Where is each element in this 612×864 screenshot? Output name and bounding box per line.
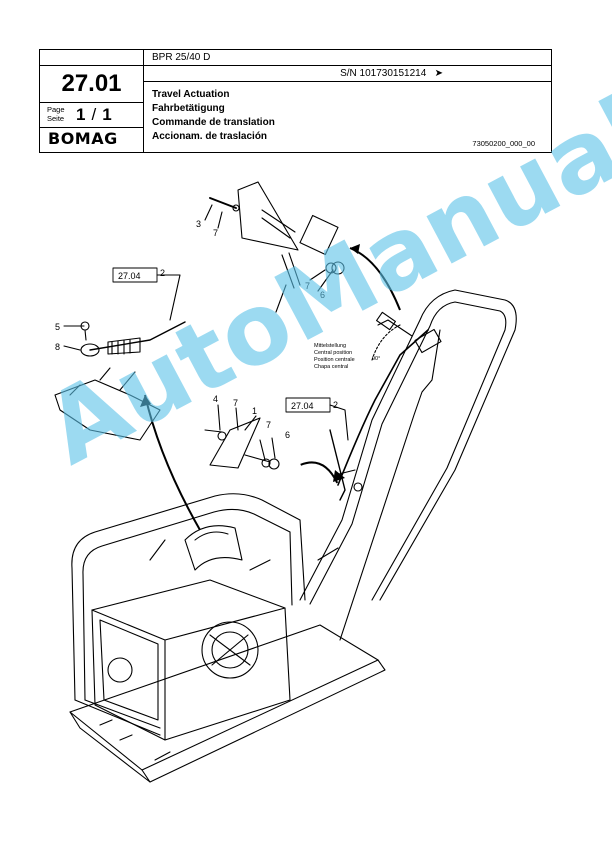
- callout: 6: [285, 430, 290, 440]
- title-block: 27.01 Page Seite 1/1 BOMAG BPR 25/40 D S…: [39, 49, 552, 153]
- page-label: Page Seite: [47, 105, 65, 123]
- page-total: 1: [102, 105, 113, 124]
- callout: 1: [252, 406, 257, 416]
- page-label-en: Page: [47, 105, 65, 114]
- title-es: Accionam. de traslación: [152, 131, 268, 142]
- center-position-label: Position centrale: [314, 357, 355, 363]
- center-position-label: Chapa central: [314, 364, 348, 370]
- serial-number: S/N 101730151214 ➤: [340, 68, 443, 79]
- callout: 2: [160, 268, 165, 278]
- callout: 5: [55, 322, 60, 332]
- arrow-icon: ➤: [434, 68, 443, 79]
- callout: 4: [213, 394, 218, 404]
- divider: [143, 65, 551, 66]
- page-separator: /: [91, 105, 98, 124]
- center-position-label: Mittelstellung: [314, 343, 346, 349]
- title-block-left-top: [40, 50, 143, 66]
- title-de: Fahrbetätigung: [152, 103, 225, 114]
- callout: 7: [305, 281, 310, 291]
- bomag-logo: BOMAG: [48, 129, 118, 148]
- title-list: Travel Actuation Fahrbetätigung Commande…: [152, 88, 275, 144]
- section-number: 27.01: [61, 70, 122, 97]
- guide-handle: [299, 289, 517, 601]
- callout: 7: [213, 228, 218, 238]
- page-indicator: Page Seite 1/1: [40, 102, 143, 128]
- engine: [91, 579, 291, 741]
- callout: 6: [320, 290, 325, 300]
- divider: [143, 81, 551, 82]
- exploded-parts-diagram: 27.04 27.04 2 3 7 7 6 5 8 2 4 7 7 6 1 Mi…: [54, 181, 517, 783]
- page-value: 1/1: [76, 105, 113, 125]
- page-current: 1: [76, 105, 87, 124]
- callout: 2: [333, 400, 338, 410]
- title-fr: Commande de translation: [152, 117, 275, 128]
- callout: 7: [233, 398, 238, 408]
- title-en: Travel Actuation: [152, 89, 230, 100]
- callout: 3: [196, 219, 201, 229]
- title-block-left: 27.01 Page Seite 1/1 BOMAG: [40, 50, 144, 152]
- callout: 8: [55, 342, 60, 352]
- ref-box-label: 27.04: [291, 401, 314, 411]
- document-number: 73050200_000_00: [472, 139, 535, 148]
- frame: [71, 493, 301, 701]
- model-name: BPR 25/40 D: [152, 52, 211, 63]
- callout: 7: [266, 420, 271, 430]
- base-plate: [69, 624, 379, 771]
- angle-label: 90°: [372, 356, 380, 362]
- center-position-label: Central position: [314, 350, 352, 356]
- page-label-de: Seite: [47, 114, 65, 123]
- ref-box-label: 27.04: [118, 271, 141, 281]
